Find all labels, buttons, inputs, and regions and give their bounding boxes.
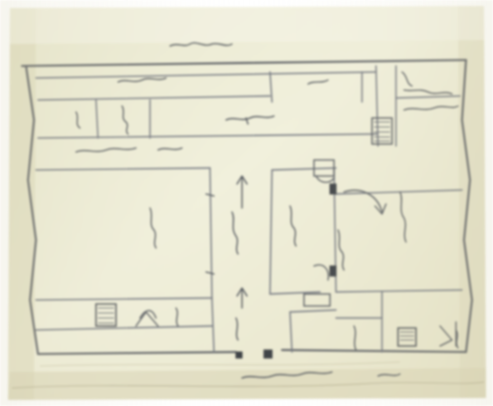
paper-sheet (0, 0, 493, 406)
paper-vignette (0, 0, 493, 406)
photo-frame (0, 0, 493, 406)
floor-plan-photo (0, 0, 493, 406)
